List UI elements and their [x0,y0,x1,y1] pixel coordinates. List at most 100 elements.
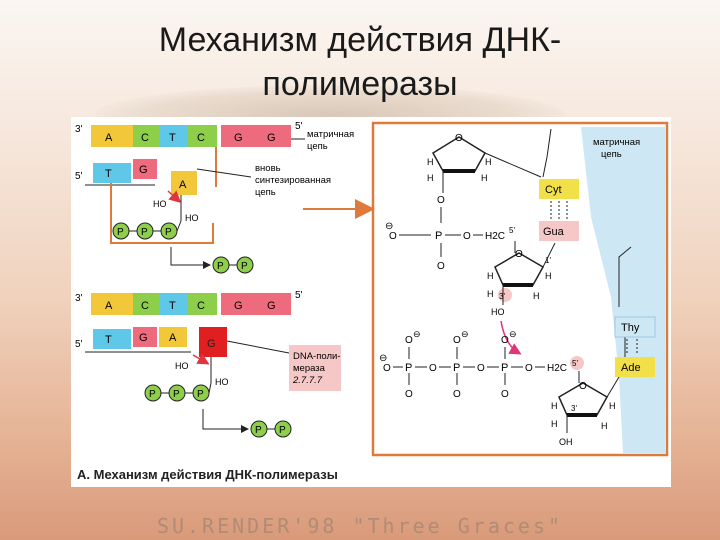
template-base-2: C [141,132,149,144]
h-atom: H [601,421,608,431]
ho-label-2: HO [185,213,199,223]
oxygen: O [405,335,413,346]
bond [606,376,620,398]
new-strand-label-1: вновь [255,163,281,174]
template-base-3: T [169,300,176,312]
phosphate-label: P [173,389,180,400]
oxygen: O [429,363,437,374]
ho-label: HO [175,361,189,371]
new-base-2: G [139,164,148,176]
cyt-label: Cyt [545,184,562,196]
right-template-label-2: цепь [601,149,622,160]
template-base-1: A [105,300,113,312]
oxygen: O [389,231,397,242]
base-block-t [159,125,187,147]
slide-footer: SU.RENDER'98 "Three Graces" [156,514,564,538]
enzyme-label-3: 2.7.7.7 [292,375,323,386]
base-block-t [159,293,187,315]
bottom-end-5: 5' [295,290,303,301]
base-block-c2 [187,293,217,315]
sugar-ring [558,382,609,416]
base-block-c [133,293,159,315]
gua-label: Gua [543,226,565,238]
minus-sign: ⊖ [413,329,421,339]
new-base-2: G [139,332,148,344]
h-atom: H [427,173,434,183]
template-base-4: C [197,300,205,312]
h-atom: H [533,291,540,301]
phosphate-label: P [117,227,124,238]
thy-label: Thy [621,322,640,334]
base-block-c [133,125,159,147]
ring-oxygen: O [455,133,463,144]
new-strand-label-3: цепь [255,187,276,198]
ho-label: HO [153,199,167,209]
new-base-3: A [169,332,177,344]
template-base-4: C [197,132,205,144]
label-leader [196,168,252,178]
phosphate-label: P [197,389,204,400]
prime-label: 1' [545,256,551,265]
template-base-6: G [267,132,276,144]
h-atom: H [487,289,494,299]
bond [542,242,556,268]
phosphorus: P [405,362,412,374]
new-base-1: T [105,334,112,346]
oxygen: O [453,335,461,346]
h-atom: H [427,157,434,167]
oxygen: O [463,231,471,242]
ho-label-2: HO [215,377,229,387]
template-base-5: G [234,132,243,144]
title-line-1: Механизм действия ДНК- [158,21,562,59]
oxygen: O [453,389,461,400]
base-block-c2 [187,125,217,147]
bond [484,152,542,178]
template-backbone [618,246,632,307]
incoming-base: A [179,179,187,191]
template-base-5: G [234,300,243,312]
bond [176,220,182,232]
bottom-panel: 3' 5' 5' A C T C G G T G A G HO HO [75,290,341,438]
h2c-group: H2C [485,231,505,242]
template-region [581,127,665,453]
h2c-group: H2C [547,363,567,374]
oxygen: O [437,261,445,272]
h-atom: H [551,419,558,429]
base-block-g2 [255,125,291,147]
chemistry-frame [371,121,669,457]
base-block-a [91,125,133,147]
pyrophosphate-label: P [217,261,224,272]
top-panel: 3' 5' 5' A C T C G G T G A HO HO [75,121,354,274]
release-arrow [170,247,211,269]
phosphorus: P [501,362,508,374]
triphosphate: P P P [112,220,182,240]
bottom-end-3: 3' [75,293,83,304]
h-atom: H [485,157,492,167]
oxygen: O [437,195,445,206]
enzyme-label-2: мераза [293,363,326,374]
three-prime-highlight [498,288,512,302]
top-end-5: 5' [295,121,303,132]
five-prime-highlight [570,356,584,370]
new-block-a [159,327,187,347]
oxygen: O [501,389,509,400]
new-block-t [93,329,131,349]
h-atom: H [487,271,494,281]
gua-box [539,221,579,241]
nucleophilic-attack-arrow [500,320,522,355]
base-block-g [221,293,255,315]
template-label-2: цепь [307,141,328,152]
hydroxyl: HO [491,307,505,317]
phosphate-label: P [149,389,156,400]
template-base-1: A [105,132,113,144]
cyt-box [539,179,579,199]
pyrophosphate-label: P [241,261,248,272]
dna-polymerase-figure: 3' 5' 5' A C T C G G T G A HO HO [71,117,671,487]
phosphorus: P [453,362,460,374]
prime-label: 5' [572,359,578,368]
pyrophosphate-label: P [255,425,262,436]
ade-label: Ade [621,362,641,374]
h-atom: H [609,401,616,411]
incoming-block-g [199,327,227,357]
oxygen: O [501,335,509,346]
